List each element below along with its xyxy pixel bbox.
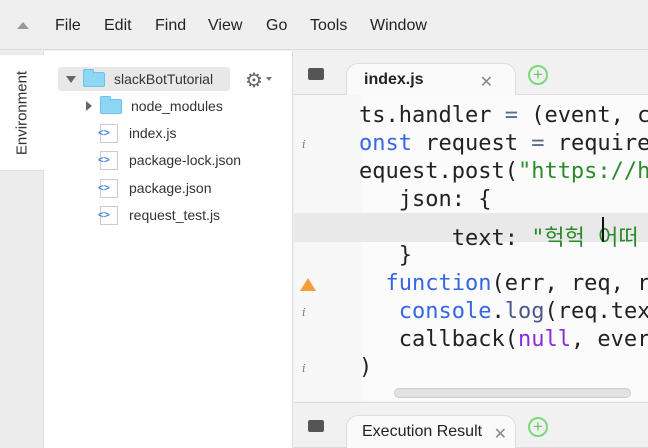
add-tab-icon[interactable]: + <box>528 65 548 85</box>
code-token: null <box>517 327 571 352</box>
close-icon[interactable]: ✕ <box>493 426 507 443</box>
info-icon[interactable]: i <box>302 362 306 375</box>
folder-icon <box>83 68 105 87</box>
code-token: } <box>359 243 412 268</box>
text-cursor <box>602 217 604 242</box>
code-file-icon: <> <box>98 150 118 170</box>
code-token: "헉헉 어떠 <box>531 226 639 251</box>
active-line-highlight <box>294 213 648 242</box>
code-token: request <box>411 131 532 156</box>
code-token: equest.post( <box>359 159 518 184</box>
code-token: (req.tex <box>544 299 648 324</box>
code-line: equest.post("https://h <box>359 159 648 184</box>
tree-item-label: index.js <box>129 125 177 141</box>
tree-item-node-modules[interactable]: node_modules <box>86 94 223 118</box>
code-line: text: "헉헉 어떠 <box>359 220 639 252</box>
code-line: } <box>359 243 412 268</box>
tree-item-file[interactable]: <> package-lock.json <box>98 148 242 172</box>
code-token <box>359 299 399 324</box>
tree-item-label: package-lock.json <box>129 152 242 168</box>
close-icon[interactable]: ✕ <box>479 74 493 91</box>
tab-environment[interactable]: Environment <box>0 55 44 171</box>
code-token: text: <box>359 226 532 251</box>
tree-item-file[interactable]: <> index.js <box>98 121 177 145</box>
code-file-icon: <> <box>98 178 118 198</box>
menu-view[interactable]: View <box>208 17 243 34</box>
code-token: require <box>544 131 648 156</box>
menu-edit[interactable]: Edit <box>104 17 132 34</box>
tree-item-label: slackBotTutorial <box>114 71 214 87</box>
code-line: ) <box>359 355 372 380</box>
side-tab-strip: Environment <box>0 51 44 448</box>
code-editor[interactable]: 12i345678i910i11 ts.handler = (event, c o… <box>294 95 648 401</box>
code-line: ts.handler = (event, c <box>359 103 648 128</box>
menu-tools[interactable]: Tools <box>310 17 348 34</box>
add-tab-icon[interactable]: + <box>528 417 548 437</box>
code-line: onst request = require <box>359 131 648 156</box>
file-tree: slackBotTutorial ⚙ node_modules <> index… <box>44 51 293 448</box>
code-line: callback(null, ever <box>359 327 648 352</box>
tree-item-file[interactable]: <> package.json <box>98 176 212 200</box>
gear-icon[interactable]: ⚙ <box>245 70 263 92</box>
code-token: = <box>531 131 545 156</box>
tab-label: Execution Result <box>362 423 483 440</box>
code-token: , ever <box>570 327 648 352</box>
code-token: "https://h <box>517 159 648 184</box>
tab-label: index.js <box>364 71 424 88</box>
code-token: log <box>504 299 545 324</box>
code-file-icon: <> <box>98 205 118 225</box>
info-icon[interactable]: i <box>302 306 306 319</box>
warning-icon[interactable] <box>300 278 316 291</box>
code-token: = <box>504 103 518 128</box>
code-token <box>359 271 386 296</box>
environment-label: Environment <box>13 70 31 156</box>
folder-icon <box>100 95 122 114</box>
code-line: console.log(req.tex <box>359 299 648 324</box>
menu-window[interactable]: Window <box>370 17 427 34</box>
code-line: json: { <box>359 187 492 212</box>
tree-item-file[interactable]: <> request_test.js <box>98 203 221 227</box>
code-token: (event, c <box>517 103 648 128</box>
collapsed-arrow-icon[interactable] <box>86 101 92 111</box>
panel-tab-bar: Execution Result ✕ + <box>294 402 648 448</box>
code-token: json: { <box>359 187 492 212</box>
tree-item-label: node_modules <box>131 98 223 114</box>
horizontal-scrollbar[interactable] <box>394 388 631 398</box>
code-token: onst <box>359 131 412 156</box>
tree-item-label: request_test.js <box>129 207 221 223</box>
code-token: callback( <box>359 327 518 352</box>
menu-go[interactable]: Go <box>266 17 288 34</box>
chevron-down-icon[interactable] <box>266 77 272 81</box>
code-token: ts.handler <box>359 103 505 128</box>
expanded-arrow-icon[interactable] <box>66 75 76 83</box>
info-icon[interactable]: i <box>302 138 306 151</box>
menu-find[interactable]: Find <box>155 17 187 34</box>
menu-bar: File Edit Find View Go Tools Window <box>0 0 648 50</box>
code-token: function <box>385 271 492 296</box>
tab-execution-result[interactable]: Execution Result ✕ <box>346 415 516 448</box>
gutter: 12i345678i910i11 <box>294 95 362 401</box>
editor-tab-bar: index.js ✕ + <box>294 51 648 96</box>
code-line: function(err, req, r <box>359 271 648 296</box>
collapse-menu-icon[interactable] <box>17 22 29 29</box>
code-token: console <box>398 299 492 324</box>
code-token: ) <box>359 355 373 380</box>
code-token: . <box>491 299 505 324</box>
code-file-icon: <> <box>98 123 118 143</box>
tab-index-js[interactable]: index.js ✕ <box>346 63 516 96</box>
tab-menu-icon[interactable] <box>308 68 324 80</box>
tree-root-folder[interactable]: slackBotTutorial <box>58 67 230 91</box>
code-token: (err, req, r <box>491 271 648 296</box>
tab-menu-icon[interactable] <box>308 420 324 432</box>
menu-file[interactable]: File <box>55 17 81 34</box>
tree-item-label: package.json <box>129 180 212 196</box>
